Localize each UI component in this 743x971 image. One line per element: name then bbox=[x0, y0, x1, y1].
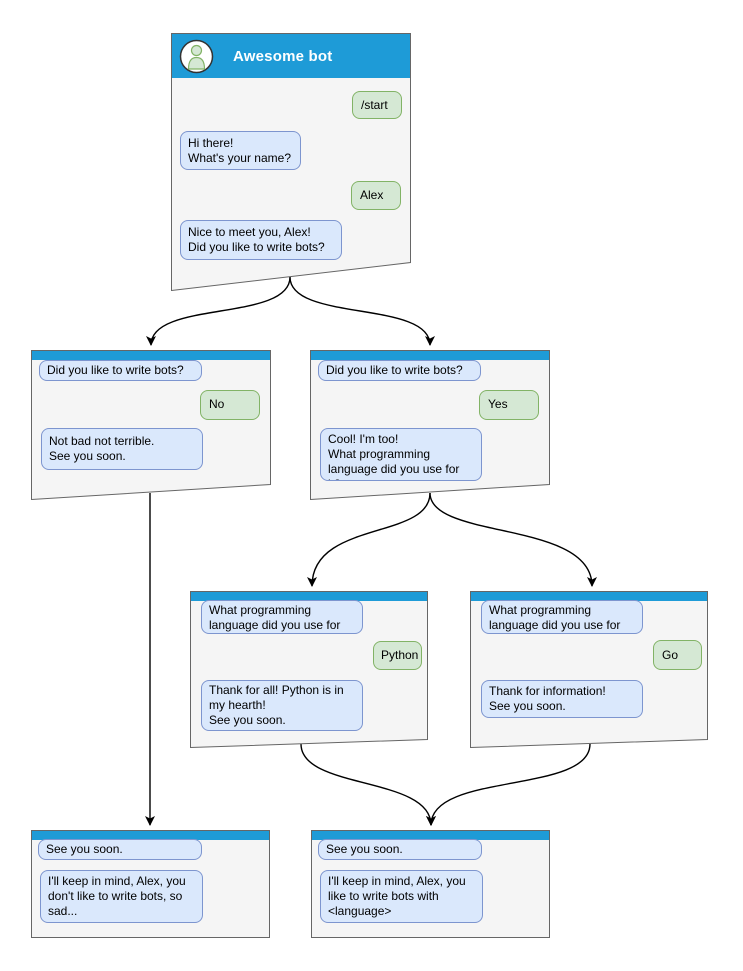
window-header bbox=[312, 831, 549, 840]
chat-window-end-yes: See you soon. I'll keep in mind, Alex, y… bbox=[311, 830, 550, 938]
bot-message-bubble: See you soon. bbox=[318, 839, 482, 860]
window-header: Awesome bot bbox=[172, 34, 410, 78]
bot-message-bubble: I'll keep in mind, Alex, you don't like … bbox=[40, 870, 203, 923]
edge-python-to-end-yes bbox=[300, 743, 436, 826]
user-message-bubble: Go bbox=[653, 640, 702, 670]
bot-message-bubble: Did you like to write bots? bbox=[318, 360, 481, 381]
chat-window-branch-yes: Did you like to write bots? Yes Cool! I'… bbox=[310, 350, 550, 500]
bot-message-bubble: Not bad not terrible. See you soon. bbox=[41, 428, 203, 470]
user-message-bubble: /start bbox=[352, 91, 402, 119]
window-header bbox=[471, 592, 707, 601]
user-message-bubble: Yes bbox=[479, 390, 539, 420]
bot-message-bubble: Thank for information! See you soon. bbox=[481, 680, 643, 718]
edge-branch-yes-to-python bbox=[307, 492, 431, 587]
window-header bbox=[191, 592, 427, 601]
window-header bbox=[32, 831, 269, 840]
bot-message-bubble: I'll keep in mind, Alex, you like to wri… bbox=[320, 870, 483, 923]
window-header bbox=[32, 351, 270, 360]
chat-window-branch-no: Did you like to write bots? No Not bad n… bbox=[31, 350, 271, 500]
user-message-bubble: No bbox=[200, 390, 260, 420]
person-icon bbox=[179, 39, 214, 73]
bot-message-bubble: Did you like to write bots? bbox=[39, 360, 202, 381]
user-message-bubble: Alex bbox=[351, 181, 401, 210]
bot-message-bubble: Cool! I'm too! What programming language… bbox=[320, 428, 482, 481]
bot-message-bubble: Thank for all! Python is in my hearth! S… bbox=[201, 680, 363, 731]
chat-window-main: Awesome bot /start Hi there! What's your… bbox=[171, 33, 411, 291]
bot-message-bubble: See you soon. bbox=[38, 839, 202, 860]
user-message-bubble: Python bbox=[373, 641, 422, 670]
bot-message-bubble: What programming language did you use fo… bbox=[201, 600, 363, 634]
chat-window-branch-python: What programming language did you use fo… bbox=[190, 591, 428, 748]
window-header bbox=[311, 351, 549, 360]
edge-branch-yes-to-go bbox=[429, 492, 597, 587]
bot-message-bubble: Hi there! What's your name? bbox=[180, 131, 301, 170]
bot-message-bubble: What programming language did you use fo… bbox=[481, 600, 643, 634]
bot-message-bubble: Nice to meet you, Alex! Did you like to … bbox=[180, 220, 342, 260]
chat-window-end-no: See you soon. I'll keep in mind, Alex, y… bbox=[31, 830, 270, 938]
chat-window-branch-go: What programming language did you use fo… bbox=[470, 591, 708, 748]
edge-go-to-end-yes bbox=[426, 743, 591, 826]
window-title: Awesome bot bbox=[233, 47, 333, 65]
